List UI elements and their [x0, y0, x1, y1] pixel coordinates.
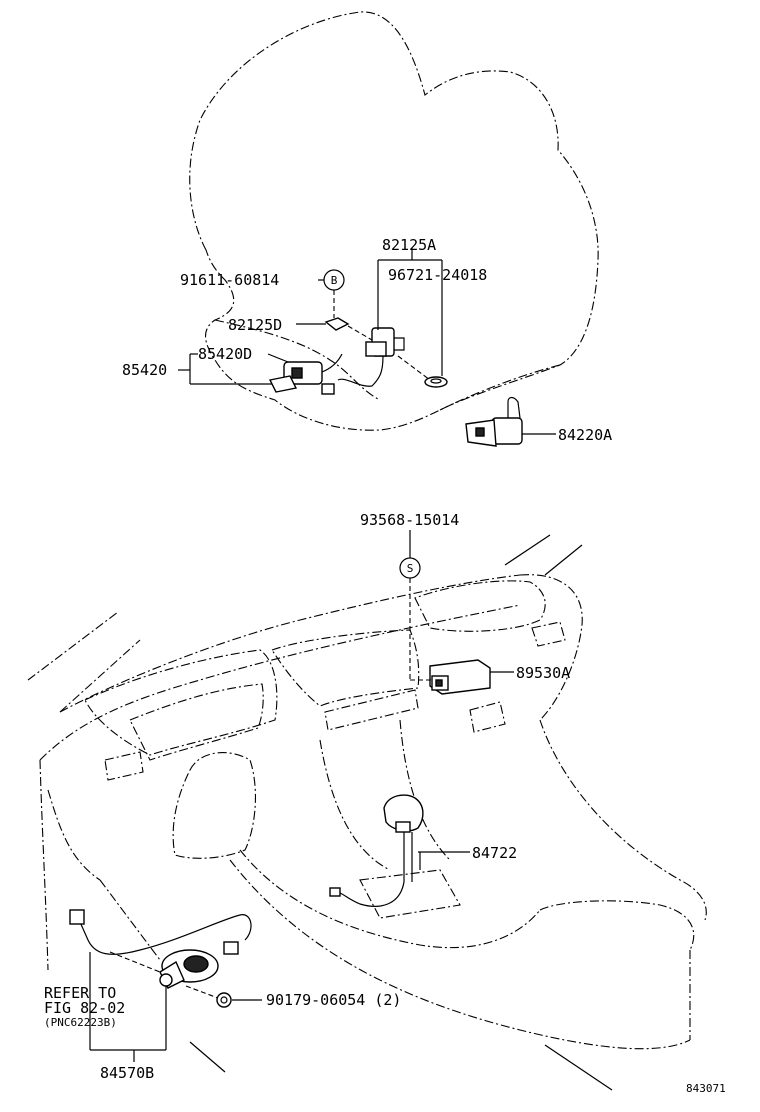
shift-lever-84722 [329, 794, 424, 907]
engine-compartment-outline [189, 11, 599, 431]
module-89530a [429, 659, 491, 695]
callout-84722: 84722 [472, 844, 517, 862]
refer-line-2: FIG 82-02 [44, 999, 125, 1017]
marker-s: S [399, 557, 421, 579]
svg-text:B: B [331, 274, 338, 287]
refer-line-3: (PNC62223B) [44, 1016, 117, 1029]
marker-b: B [323, 269, 345, 291]
sensor-84220a [465, 396, 523, 447]
leader-lines-top [178, 248, 556, 435]
callout-93568-15014: 93568-15014 [360, 511, 459, 529]
sensor-assembly-82125a [337, 327, 405, 387]
callout-84570b: 84570B [100, 1064, 154, 1082]
refer-line-1: REFER TO [44, 984, 116, 1002]
callout-90179-06054: 90179-06054 (2) [266, 991, 401, 1009]
callout-82125a: 82125A [382, 236, 436, 254]
leader-lines-bottom [89, 530, 514, 1062]
svg-text:S: S [407, 562, 414, 575]
figure-number: 843071 [686, 1082, 726, 1095]
switch-84570b [69, 909, 252, 1008]
callout-85420d: 85420D [198, 345, 252, 363]
callout-91611-60814: 91611-60814 [180, 271, 279, 289]
wire-harness-85420 [268, 353, 343, 395]
bolt-82125d [324, 317, 350, 331]
callout-89530a: 89530A [516, 664, 570, 682]
washer-96721 [424, 376, 448, 388]
callout-84220a: 84220A [558, 426, 612, 444]
callout-82125d: 82125D [228, 316, 282, 334]
callout-85420: 85420 [122, 361, 167, 379]
callout-96721-24018: 96721-24018 [388, 266, 487, 284]
dashboard-outline [27, 534, 707, 1091]
